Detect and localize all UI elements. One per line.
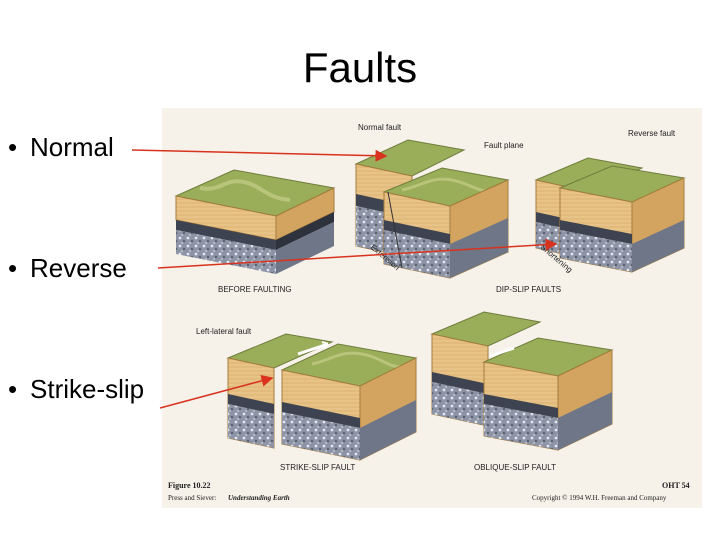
arrow-normal: [131, 149, 388, 162]
bullet-dot: •: [8, 132, 18, 162]
fault-diagram: Normal fault Fault plane Reverse fault E…: [168, 123, 690, 502]
label-oblique-slip-fault: OBLIQUE-SLIP FAULT: [474, 463, 556, 472]
bullet-reverse: • Reverse: [8, 253, 127, 284]
bullet-dot: •: [8, 374, 18, 404]
caption-source-title: Understanding Earth: [228, 494, 290, 502]
label-fault-plane: Fault plane: [484, 141, 524, 150]
fault-figure: Normal fault Fault plane Reverse fault E…: [162, 108, 702, 508]
bullet-strike-slip: • Strike-slip: [8, 374, 144, 405]
label-dip-slip-faults: DIP-SLIP FAULTS: [496, 285, 561, 294]
label-reverse-fault: Reverse fault: [628, 129, 676, 138]
bullet-label: Strike-slip: [30, 374, 145, 404]
caption-oht: OHT 54: [662, 481, 690, 490]
arrow-strike-slip: [159, 374, 274, 409]
block-oblique-slip: [430, 311, 614, 451]
caption-source-prefix: Press and Siever:: [168, 494, 216, 502]
block-reverse-fault: [534, 157, 686, 273]
label-left-lateral-fault: Left-lateral fault: [196, 327, 252, 336]
bullet-label: Reverse: [30, 253, 127, 283]
arrow-reverse: [157, 238, 558, 269]
label-normal-fault: Normal fault: [358, 123, 402, 132]
label-before-faulting: BEFORE FAULTING: [218, 285, 292, 294]
bullet-dot: •: [8, 253, 18, 283]
caption-figure-number: Figure 10.22: [168, 481, 211, 490]
caption-copyright: Copyright © 1994 W.H. Freeman and Compan…: [532, 494, 667, 502]
bullet-label: Normal: [30, 132, 114, 162]
slide-title: Faults: [302, 44, 418, 91]
block-strike-slip: [226, 333, 418, 461]
label-strike-slip-fault: STRIKE-SLIP FAULT: [280, 463, 355, 472]
block-normal-fault: [354, 139, 510, 279]
bullet-normal: • Normal: [8, 132, 114, 163]
